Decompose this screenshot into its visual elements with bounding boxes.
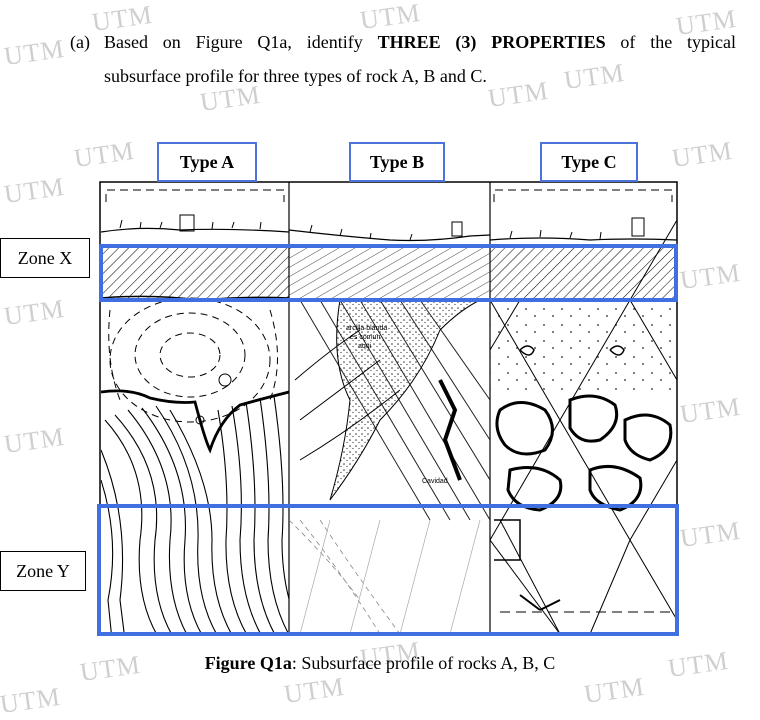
- type-b-label: Type B: [349, 142, 445, 182]
- cavity-label: Cavidad: [422, 478, 448, 485]
- clay-note-line-1: arcilla blanda: [346, 325, 387, 332]
- question-prefix: Based on Figure Q1a, identify: [104, 32, 363, 52]
- caption-label: Figure Q1a: [204, 653, 292, 673]
- panel-type-b: arcilla blanda es comun aqui Cavidad: [289, 221, 490, 635]
- type-c-label: Type C: [540, 142, 638, 182]
- type-a-label: Type A: [157, 142, 257, 182]
- figure-caption: Figure Q1a: Subsurface profile of rocks …: [0, 653, 760, 674]
- panel-type-a: [101, 189, 289, 635]
- question-line-1: Based on Figure Q1a, identify THREE (3) …: [104, 32, 736, 53]
- clay-note-line-2: es comun: [350, 334, 380, 341]
- question-emphasis: THREE (3) PROPERTIES: [377, 32, 606, 52]
- question-label: (a): [70, 32, 90, 52]
- caption-text: : Subsurface profile of rocks A, B, C: [291, 653, 556, 673]
- question-line-2: subsurface profile for three types of ro…: [104, 66, 487, 86]
- question-suffix: of the typical: [620, 32, 737, 52]
- zone-x-label: Zone X: [0, 238, 90, 278]
- clay-note-line-3: aqui: [358, 343, 372, 350]
- panel-type-c: [490, 189, 677, 635]
- zone-x-highlight: [99, 244, 678, 302]
- zone-y-highlight: [97, 504, 679, 636]
- zone-y-label: Zone Y: [0, 551, 86, 591]
